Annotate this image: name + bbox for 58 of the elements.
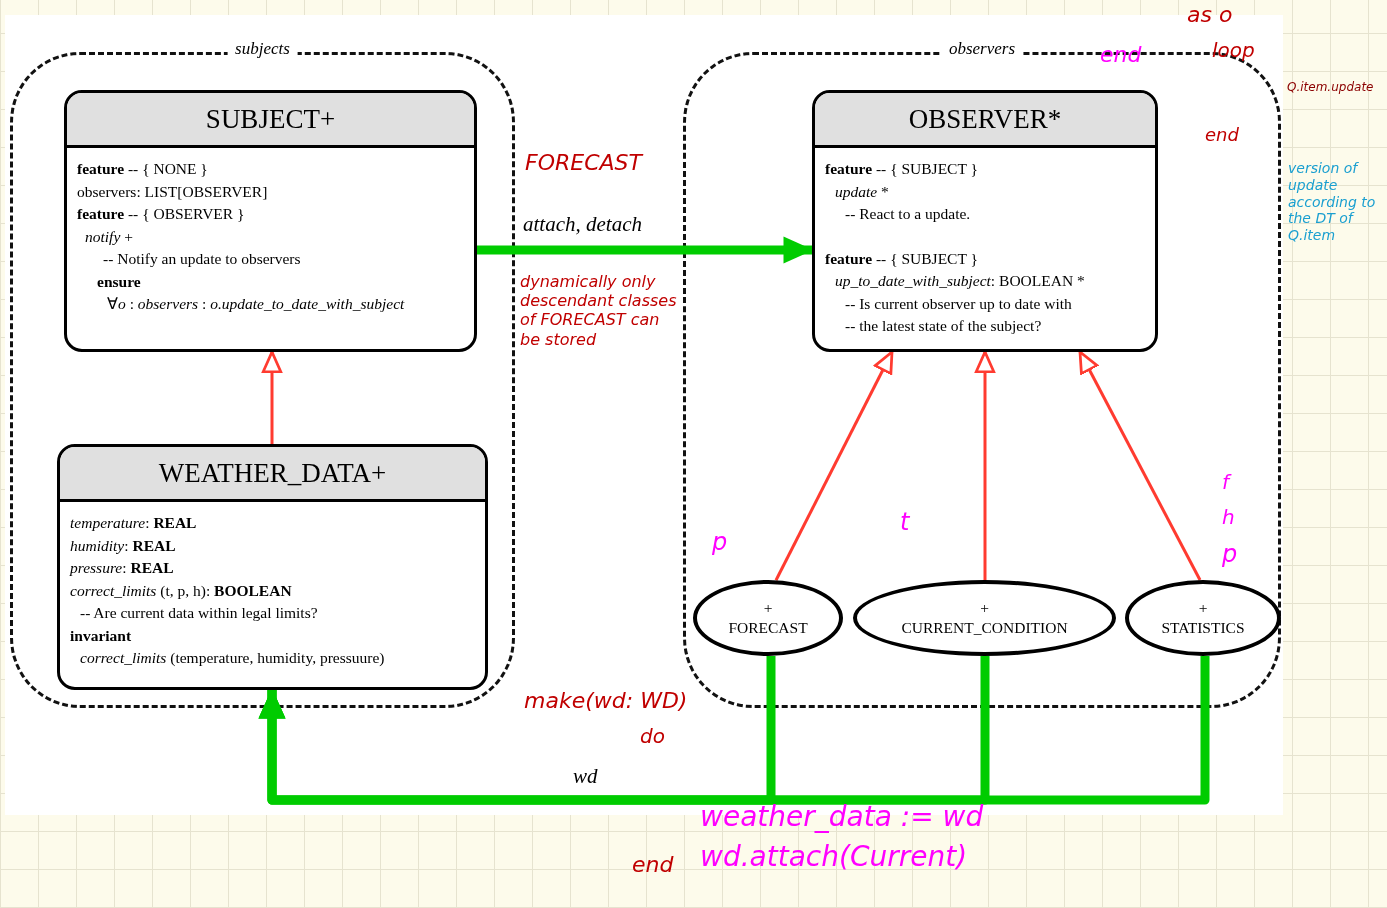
feature-text: -- Are current data within legal limits? (79, 603, 319, 623)
effective-mark: + (1198, 598, 1208, 618)
handwritten-note: do (640, 724, 665, 748)
feature-text: ensure (96, 271, 142, 292)
feature-text: -- Is current observer up to date with (844, 293, 1073, 314)
class-box (64, 90, 477, 352)
handwritten-note: version of update according to the DT of Q.item (1288, 160, 1377, 244)
feature-text: temperature: REAL (70, 513, 198, 533)
handwritten-note: end (632, 852, 674, 879)
feature-text: feature -- { SUBJECT } (825, 248, 979, 269)
inheritance-arrow (261, 350, 283, 444)
feature-text: -- the latest state of the subject? (844, 316, 1043, 336)
inheritance-arrow (974, 350, 996, 580)
feature-text: feature -- { OBSERVER } (77, 204, 246, 224)
class-name: STATISTICS (1161, 618, 1245, 638)
inheritance-arrow (774, 350, 894, 581)
handwritten-note: f (1222, 470, 1230, 494)
handwritten-note: weather_data := wd (700, 800, 984, 834)
handwritten-note: FORECAST (525, 150, 642, 177)
class-name: FORECAST (728, 618, 808, 638)
handwritten-note: as o (1187, 2, 1233, 29)
client-arrow (258, 656, 1210, 805)
handwritten-note: end (1100, 42, 1142, 69)
handwritten-note: p (712, 528, 728, 557)
inheritance-arrow (1078, 350, 1202, 581)
feature-text: feature -- { NONE } (77, 159, 209, 179)
effective-mark: + (763, 598, 773, 618)
handwritten-note: dynamically only descendant classes of FORECAST can be stored (520, 272, 678, 349)
feature-text: correct_limits (temperature, humidity, pressuure) (79, 648, 386, 668)
feature-text: up_to_date_with_subject: BOOLEAN * (834, 271, 1086, 291)
feature-text: feature -- { SUBJECT } (825, 159, 979, 179)
feature-text: pressure: REAL (70, 558, 175, 578)
feature-text: -- React to a update. (844, 204, 972, 224)
class-name: SUBJECT+ (205, 103, 336, 135)
feature-text: observers: LIST[OBSERVER] (77, 181, 269, 202)
handwritten-note: end (1205, 124, 1239, 146)
handwritten-note: make(wd: WD) (524, 688, 688, 715)
handwritten-note: Q.item.update (1287, 80, 1374, 95)
feature-text: update* (834, 181, 890, 202)
feature-text: ∀o : observers : o.update_to_date_with_subject (106, 294, 406, 314)
handwritten-note: p (1222, 540, 1238, 569)
feature-text: -- Notify an update to observers (102, 249, 302, 269)
feature-text: correct_limits (t, p, h): BOOLEAN (70, 580, 293, 601)
handwritten-note: t (900, 508, 910, 537)
feature-text: invariant (70, 625, 133, 646)
class-name: OBSERVER* (908, 103, 1062, 135)
client-arrow (477, 236, 814, 264)
class-name: WEATHER_DATA+ (158, 457, 387, 489)
effective-mark: + (980, 598, 989, 618)
feature-text: notify + (84, 226, 134, 247)
class-box (812, 90, 1158, 352)
class-box (57, 444, 488, 690)
class-name: CURRENT_CONDITION (901, 618, 1068, 638)
handwritten-note: h (1222, 505, 1235, 529)
handwritten-note: wd.attach(Current) (700, 840, 968, 874)
handwritten-note: loop (1212, 38, 1255, 62)
feature-text: humidity: REAL (70, 535, 177, 556)
group-title: subjects (227, 39, 298, 59)
